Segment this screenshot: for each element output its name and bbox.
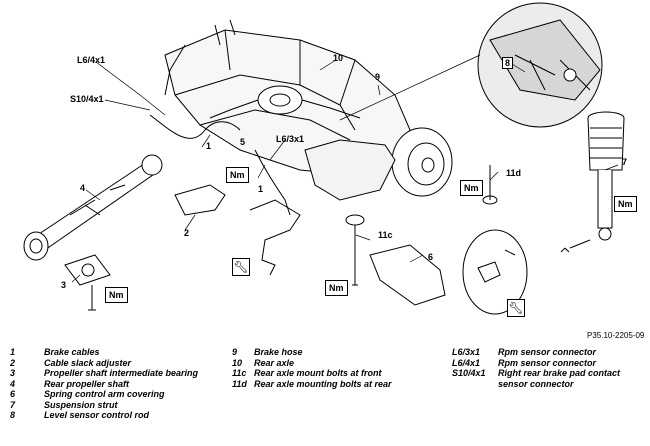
callout-l6-3x1: L6/3x1: [276, 134, 305, 144]
legend-row: 1 Brake cables: [10, 347, 220, 358]
legend-number: 7: [10, 399, 16, 410]
legend-text: Rear axle: [254, 357, 295, 368]
legend-text: Spring control arm covering: [44, 389, 165, 399]
callout-10: 10: [333, 53, 344, 63]
legend-row: 6 Spring control arm covering: [10, 389, 220, 400]
legend-number: 1: [10, 347, 16, 357]
legend-text: Propeller shaft intermediate bearing: [44, 368, 199, 378]
figure-reference: P35.10-2205-09: [587, 331, 645, 340]
legend-text: Rpm sensor connector: [498, 357, 597, 368]
legend-number: 11c: [232, 368, 247, 378]
legend-number: 4: [10, 378, 16, 389]
suspension-strut: [560, 111, 625, 253]
callout-3: 3: [61, 280, 67, 290]
legend-row: 11d Rear axle mounting bolts at rear: [232, 379, 442, 390]
legend-number: S10/4x1: [452, 368, 486, 378]
legend-text: Rear propeller shaft: [44, 378, 130, 389]
legend-number: L6/4x1: [452, 357, 481, 368]
legend-row: 11c Rear axle mount bolts at front: [232, 368, 442, 379]
legend-row: 4 Rear propeller shaft: [10, 379, 220, 390]
callout-l6-4x1: L6/4x1: [77, 55, 106, 65]
legend-number: 2: [10, 357, 16, 368]
callout-6: 6: [428, 252, 434, 262]
torque-badge: Nm: [325, 280, 348, 296]
legend-text: Rear axle mount bolts at front: [254, 368, 382, 378]
legend-number: 6: [10, 389, 16, 399]
axle-mount-bolt-rear: [482, 165, 498, 205]
legend-number: 9: [232, 347, 238, 357]
brake-cable-2: [254, 149, 291, 216]
spring-arm-covering: [369, 244, 446, 306]
legend-row: S10/4x1 Right rear brake pad contact sens…: [452, 368, 647, 389]
legend-row: 3 Propeller shaft intermediate bearing: [10, 368, 220, 379]
legend-text: Rpm sensor connector: [498, 347, 597, 357]
torque-badge: Nm: [460, 180, 483, 196]
legend-row: 10 Rear axle: [232, 358, 442, 369]
level-sensor-inset: [477, 2, 603, 128]
callout-7: 7: [622, 157, 628, 167]
legend-number: 10: [232, 357, 243, 368]
special-tool-icon: 🔧︎: [232, 258, 250, 276]
torque-badge: Nm: [105, 287, 128, 303]
torque-badge: Nm: [226, 167, 249, 183]
callout-11c: 11c: [378, 230, 393, 240]
legend-text: Suspension strut: [44, 399, 118, 410]
callout-4: 4: [80, 183, 86, 193]
callout-2: 2: [184, 228, 190, 238]
legend-row: L6/3x1 Rpm sensor connector: [452, 347, 647, 358]
legend-text: Brake hose: [254, 347, 303, 357]
legend-row: 8 Level sensor control rod: [10, 410, 220, 421]
brake-disc: [391, 127, 453, 197]
legend-column-1: 1 Brake cables 2 Cable slack adjuster 3 Prope…: [10, 347, 220, 421]
legend-text: Cable slack adjuster: [44, 357, 132, 368]
axle-mount-bolt-front: [345, 214, 365, 286]
brake-dust-shield: [462, 229, 528, 315]
legend-row: 7 Suspension strut: [10, 400, 220, 411]
legend-text: Brake cables: [44, 347, 100, 357]
callout-9: 9: [375, 72, 381, 82]
intermediate-bearing: [64, 254, 111, 311]
legend-number: 3: [10, 368, 16, 378]
legend-text: Rear axle mounting bolts at rear: [254, 378, 392, 389]
legend-row: L6/4x1 Rpm sensor connector: [452, 358, 647, 369]
rear-axle-exploded-diagram: [23, 2, 625, 315]
legend-number: L6/3x1: [452, 347, 481, 357]
legend-row: 2 Cable slack adjuster: [10, 358, 220, 369]
torque-badge: Nm: [614, 196, 637, 212]
callout-11d: 11d: [506, 168, 522, 178]
legend-text: Level sensor control rod: [44, 410, 150, 420]
legend-number: 11d: [232, 378, 247, 389]
cable-slack-adjuster: [174, 184, 226, 216]
callout-1-left: 1: [206, 141, 212, 151]
callout-5: 5: [240, 137, 246, 147]
special-tool-icon: 🔧︎: [507, 299, 525, 317]
leader-lines: [71, 54, 619, 283]
callout-1-center: 1: [258, 184, 264, 194]
callout-8: 8: [502, 57, 514, 69]
legend-number: 8: [10, 410, 16, 420]
legend-row: 9 Brake hose: [232, 347, 442, 358]
spring-control-arm: [304, 139, 396, 201]
brake-cables: [149, 114, 241, 139]
legend-text: Right rear brake pad contact sensor conn…: [498, 368, 621, 389]
cable-bracket: [249, 199, 301, 276]
callout-s10-4x1: S10/4x1: [70, 94, 104, 104]
rear-propeller-shaft: [23, 154, 163, 261]
